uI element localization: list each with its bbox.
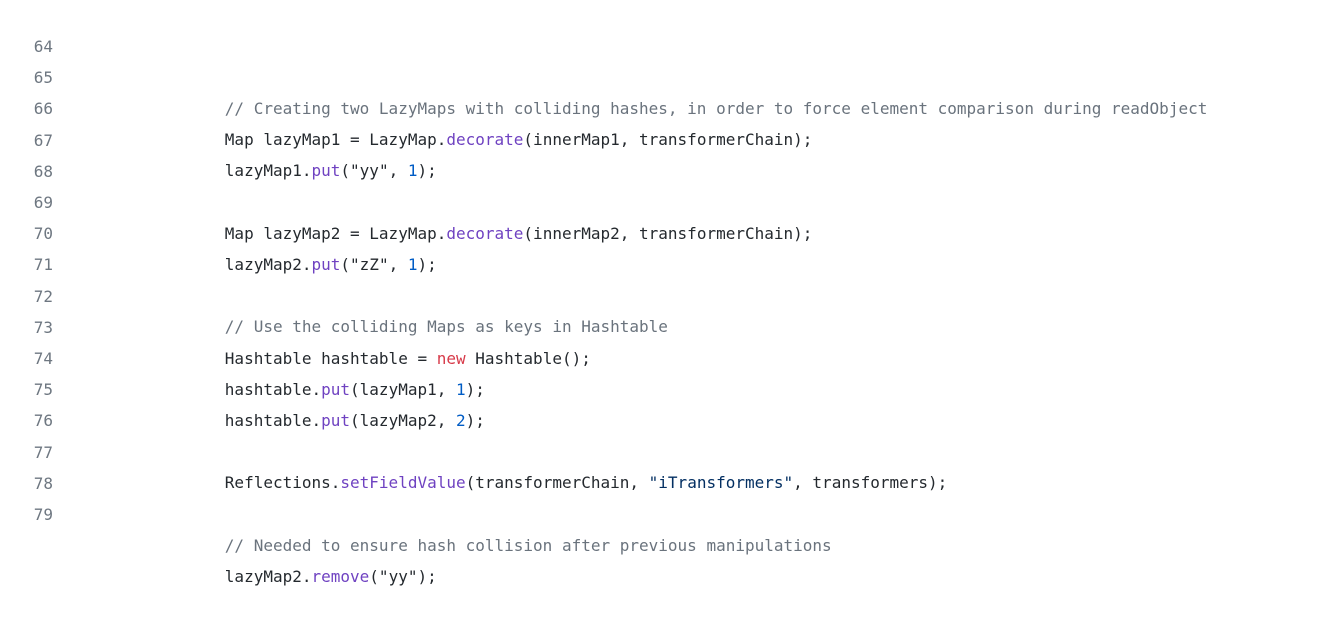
code-text: Reflections.setFieldValue(transformerCha… <box>167 436 947 529</box>
code-line: 76 Reflections.setFieldValue(transformer… <box>0 374 1331 492</box>
code-text: lazyMap2.remove("yy"); <box>167 530 437 623</box>
code-token: (innerMap1, transformerChain); <box>523 130 813 150</box>
line-number: 68 <box>33 161 53 181</box>
code-token: Map lazyMap1 = LazyMap. <box>224 130 447 150</box>
string-literal: "iTransformers" <box>648 473 794 493</box>
code-token: Hashtable(); <box>465 348 591 368</box>
code-comment: // Creating two LazyMaps with colliding … <box>224 99 1208 118</box>
code-line: 79 lazyMap2.remove("yy"); <box>0 468 1331 586</box>
code-text: // Use the colliding Maps as keys in Has… <box>167 280 668 373</box>
code-token: Hashtable hashtable = <box>224 348 437 368</box>
code-token: lazyMap2. <box>224 255 312 274</box>
code-token: (innerMap2, transformerChain); <box>523 223 813 243</box>
method-name: remove <box>311 567 370 586</box>
line-number: 64 <box>33 37 53 56</box>
code-text: // Creating two LazyMaps with colliding … <box>167 62 1208 155</box>
number-literal: 1 <box>456 379 466 399</box>
line-number: 69 <box>33 193 53 212</box>
code-line: 73 hashtable.put(lazyMap1, 1); <box>0 281 1331 399</box>
code-token: lazyMap2. <box>224 567 312 586</box>
code-token: ); <box>417 161 437 181</box>
line-number: 74 <box>33 349 53 368</box>
code-token: ); <box>417 255 437 274</box>
number-literal: 1 <box>407 255 418 274</box>
code-token: ("yy", <box>340 161 408 181</box>
code-line: 74 hashtable.put(lazyMap2, 2); <box>0 312 1331 430</box>
method-name: put <box>311 161 341 181</box>
code-line: 72 Hashtable hashtable = new Hashtable()… <box>0 250 1331 368</box>
code-token: lazyMap1. <box>224 161 312 181</box>
line-number: 70 <box>33 224 53 244</box>
code-viewer: 64 // Creating two LazyMaps with collidi… <box>0 0 1331 586</box>
code-line: 67 <box>0 94 1331 150</box>
code-text: lazyMap2.put("zZ", 1); <box>167 218 437 311</box>
code-line: 65 Map lazyMap1 = LazyMap.decorate(inner… <box>0 31 1331 149</box>
line-number: 78 <box>33 473 53 493</box>
code-token: hashtable. <box>224 411 322 430</box>
code-line: 66 lazyMap1.put("yy", 1); <box>0 62 1331 180</box>
line-number: 66 <box>33 99 53 119</box>
code-token: Reflections. <box>224 473 341 493</box>
code-token: ); <box>465 411 485 430</box>
code-line: 70 <box>0 187 1331 243</box>
line-number: 79 <box>33 505 53 524</box>
code-token: ("zZ", <box>340 255 408 274</box>
code-token: hashtable. <box>224 379 322 399</box>
keyword: new <box>436 348 466 368</box>
line-number: 71 <box>33 255 53 275</box>
code-text: hashtable.put(lazyMap2, 2); <box>167 374 485 467</box>
number-literal: 1 <box>407 161 418 181</box>
line-number: 73 <box>33 317 53 337</box>
code-line: 68 Map lazyMap2 = LazyMap.decorate(inner… <box>0 125 1331 243</box>
code-token: ); <box>465 379 485 399</box>
method-name: put <box>321 379 351 399</box>
code-line: 71 // Use the colliding Maps as keys in … <box>0 218 1331 336</box>
line-number: 75 <box>33 380 53 400</box>
code-token: ("yy"); <box>369 567 437 586</box>
method-name: setFieldValue <box>340 473 466 493</box>
code-text: Hashtable hashtable = new Hashtable(); <box>167 312 591 405</box>
line-number: 67 <box>33 130 53 150</box>
code-line: 69 lazyMap2.put("zZ", 1); <box>0 156 1331 274</box>
code-token: (lazyMap1, <box>350 379 456 399</box>
code-text: Map lazyMap1 = LazyMap.decorate(innerMap… <box>167 93 813 186</box>
method-name: decorate <box>446 130 524 150</box>
method-name: put <box>321 411 351 430</box>
code-text: hashtable.put(lazyMap1, 1); <box>167 343 485 436</box>
code-token: (lazyMap2, <box>350 411 456 430</box>
line-number: 72 <box>33 286 53 306</box>
code-line: 78 // Needed to ensure hash collision af… <box>0 437 1331 555</box>
code-line: 77 <box>0 406 1331 462</box>
line-number: 76 <box>33 411 53 431</box>
code-text: Map lazyMap2 = LazyMap.decorate(innerMap… <box>167 187 813 280</box>
code-comment: // Use the colliding Maps as keys in Has… <box>224 317 668 337</box>
code-token: , transformers); <box>793 473 948 493</box>
method-name: put <box>311 255 341 274</box>
method-name: decorate <box>446 223 524 243</box>
line-number: 77 <box>33 442 53 462</box>
code-token: Map lazyMap2 = LazyMap. <box>224 223 447 243</box>
code-line: 64 // Creating two LazyMaps with collidi… <box>0 0 1331 118</box>
line-number: 65 <box>33 68 53 88</box>
number-literal: 2 <box>456 411 466 430</box>
code-token: (transformerChain, <box>465 473 649 493</box>
code-line: 75 <box>0 343 1331 399</box>
code-text: lazyMap1.put("yy", 1); <box>167 124 437 217</box>
